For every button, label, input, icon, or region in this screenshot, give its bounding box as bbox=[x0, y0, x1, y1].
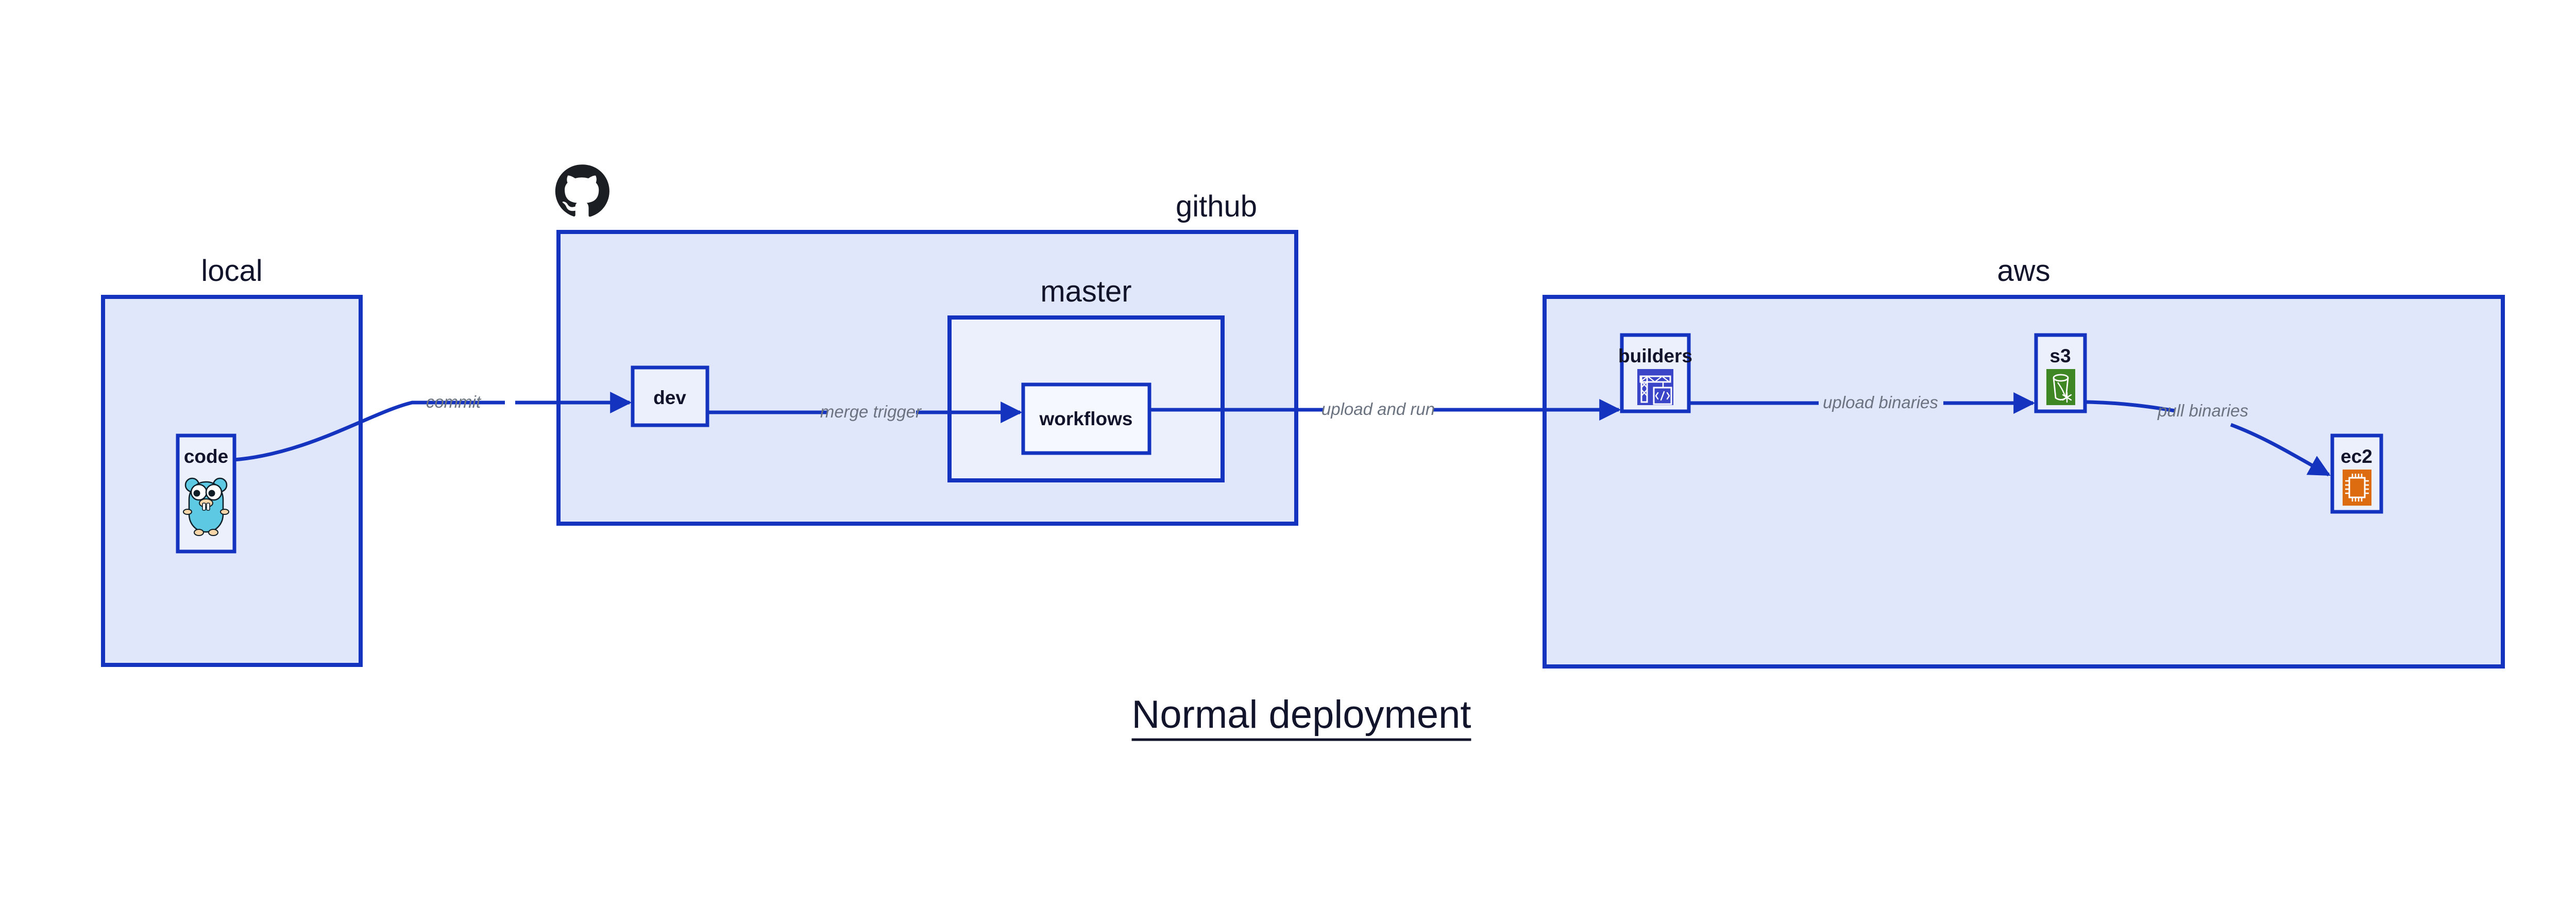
node-label-dev: dev bbox=[653, 387, 686, 408]
diagram-title-group: Normal deployment bbox=[1131, 693, 1471, 741]
aws-ec2-icon bbox=[2343, 470, 2371, 506]
group-label-master: master bbox=[1040, 275, 1131, 308]
group-local: local code bbox=[101, 254, 363, 667]
edge-label-pull-binaries: pull binaries bbox=[2157, 401, 2248, 420]
edge-pull-binaries: pull binaries bbox=[2084, 400, 2331, 477]
edge-label-commit: commit bbox=[426, 392, 482, 411]
node-label-code: code bbox=[184, 446, 228, 467]
page-title: Normal deployment bbox=[1132, 693, 1471, 737]
edge-label-upload-binaries: upload binaries bbox=[1823, 393, 1938, 412]
edge-commit: commit bbox=[234, 392, 632, 462]
node-box-dev[interactable] bbox=[631, 365, 709, 427]
edge-merge-trigger: merge trigger bbox=[707, 402, 1023, 423]
aws-s3-icon bbox=[2046, 369, 2075, 405]
aws-builders-icon bbox=[1637, 369, 1673, 405]
node-workflows[interactable]: workflows bbox=[1021, 382, 1151, 455]
subgroup-master: master workflows bbox=[947, 275, 1225, 482]
node-s3[interactable]: s3 bbox=[2034, 333, 2087, 413]
edge-path-commit bbox=[234, 400, 505, 462]
node-label-builders: builders bbox=[1618, 345, 1692, 366]
node-label-ec2: ec2 bbox=[2341, 446, 2372, 467]
group-aws: aws builders bbox=[1543, 254, 2505, 669]
group-label-github: github bbox=[1176, 190, 1257, 223]
group-github: github master workflows dev bbox=[555, 164, 1298, 526]
edge-label-upload-and-run: upload and run bbox=[1321, 399, 1435, 419]
edge-upload-and-run: upload and run bbox=[1149, 399, 1621, 421]
node-label-workflows: workflows bbox=[1039, 408, 1133, 429]
node-label-s3: s3 bbox=[2049, 345, 2071, 366]
edge-path-pull-binaries bbox=[2084, 400, 2176, 413]
group-label-aws: aws bbox=[1997, 254, 2050, 288]
node-box-workflows[interactable] bbox=[1021, 382, 1151, 455]
node-ec2[interactable]: ec2 bbox=[2330, 433, 2383, 514]
node-dev[interactable]: dev bbox=[631, 365, 709, 427]
group-label-local: local bbox=[201, 254, 262, 288]
node-code[interactable]: code bbox=[176, 433, 236, 554]
node-builders[interactable]: builders bbox=[1618, 333, 1692, 413]
edge-arrow-pull-binaries bbox=[2230, 423, 2331, 477]
edge-upload-binaries: upload binaries bbox=[1689, 392, 2036, 414]
github-octocat-icon bbox=[555, 164, 609, 217]
edge-label-merge-trigger: merge trigger bbox=[820, 402, 922, 421]
go-gopher-icon bbox=[183, 477, 229, 536]
